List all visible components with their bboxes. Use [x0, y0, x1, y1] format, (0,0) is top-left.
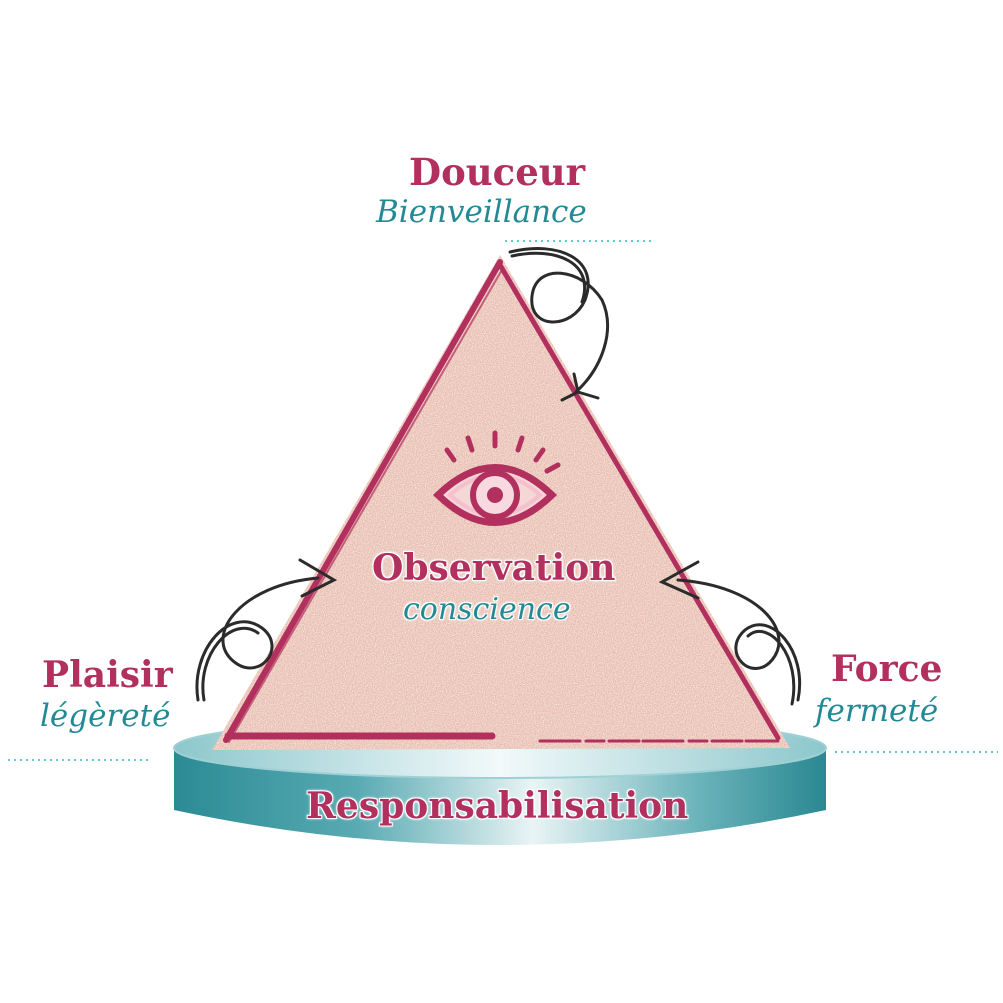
- center-title: Observation: [372, 547, 616, 589]
- base-label: Responsabilisation: [306, 785, 689, 827]
- arrow-icon-top: [508, 247, 610, 402]
- arrow-icon-right: [658, 560, 802, 706]
- left-title: Plaisir: [42, 654, 173, 696]
- top-subtitle: Bienveillance: [376, 194, 587, 230]
- arrow-icon-left: [195, 558, 338, 702]
- right-title: Force: [831, 648, 943, 690]
- right-subtitle: fermeté: [815, 693, 939, 729]
- left-subtitle: légèreté: [40, 698, 171, 734]
- eye-icon: [432, 430, 561, 526]
- top-title: Douceur: [409, 150, 586, 194]
- center-subtitle: conscience: [403, 592, 571, 627]
